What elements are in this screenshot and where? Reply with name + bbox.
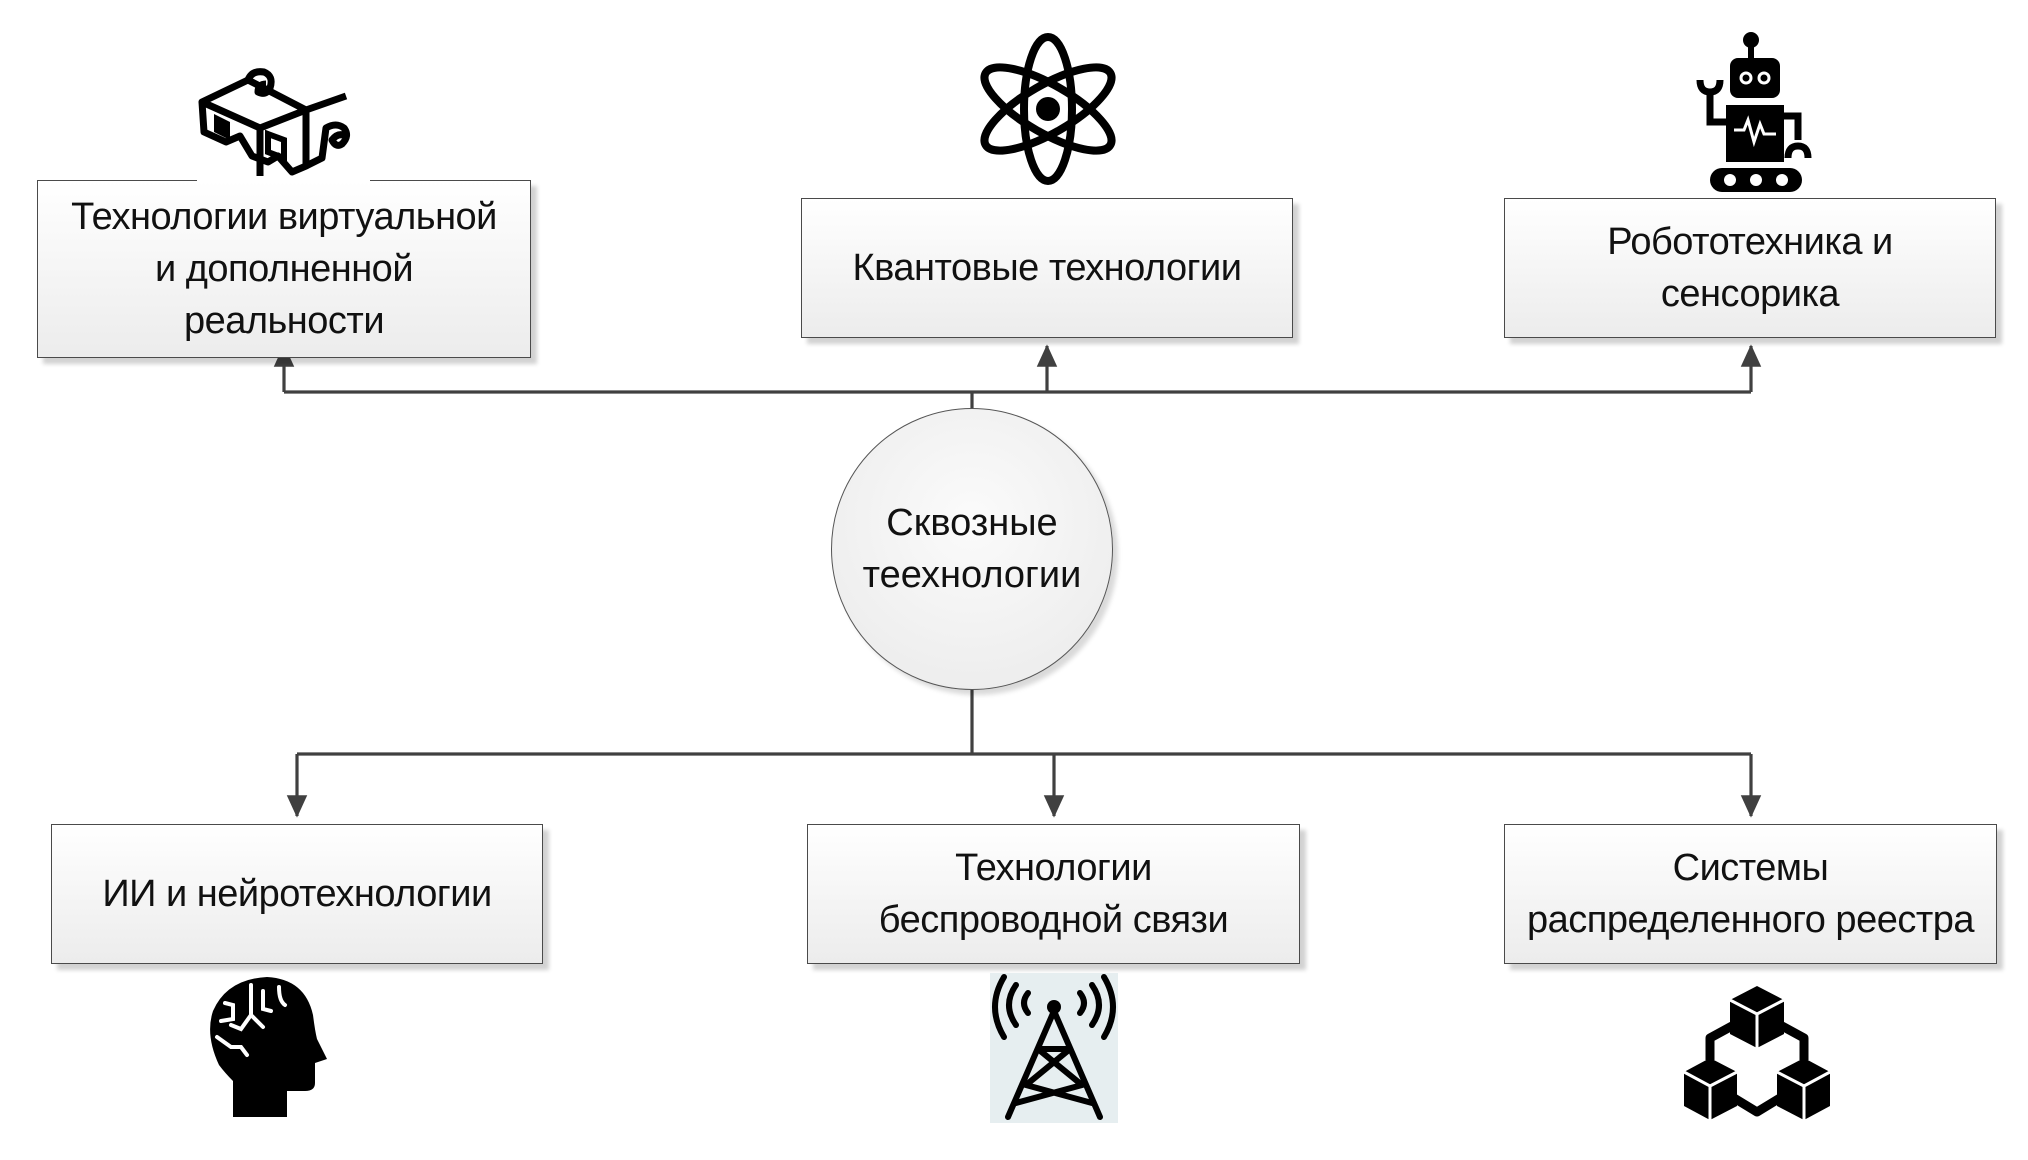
node-ai: ИИ и нейротехнологии [51,824,543,964]
node-vr-ar-label: Технологии виртуальной и дополненной реа… [71,196,497,342]
blockchain-cubes-icon [1684,986,1830,1120]
center-node-label: Сквозные теехнологии [862,502,1082,596]
node-quantum: Квантовые технологии [801,198,1293,338]
node-robotics: Робототехника и сенсорика [1504,198,1996,338]
robot-icon [1696,32,1812,192]
node-ledger-label: Системы распределенного реестра [1526,847,1975,941]
brain-head-icon [210,977,327,1117]
node-ledger: Системы распределенного реестра [1504,824,1997,964]
atom-icon [980,33,1116,185]
center-node: Сквозные теехнологии [831,408,1113,690]
node-ai-label: ИИ и нейротехнологии [102,873,492,915]
node-wireless-label: Технологии беспроводной связи [878,847,1229,941]
node-wireless: Технологии беспроводной связи [807,824,1300,964]
radio-tower-icon-background [990,973,1118,1123]
node-vr-ar: Технологии виртуальной и дополненной реа… [37,180,531,358]
icon-backdrop [197,165,370,183]
radio-tower-icon [992,974,1116,1120]
3d-glasses-icon [198,68,351,176]
node-robotics-label: Робототехника и сенсорика [1607,221,1893,315]
node-quantum-label: Квантовые технологии [852,247,1242,289]
